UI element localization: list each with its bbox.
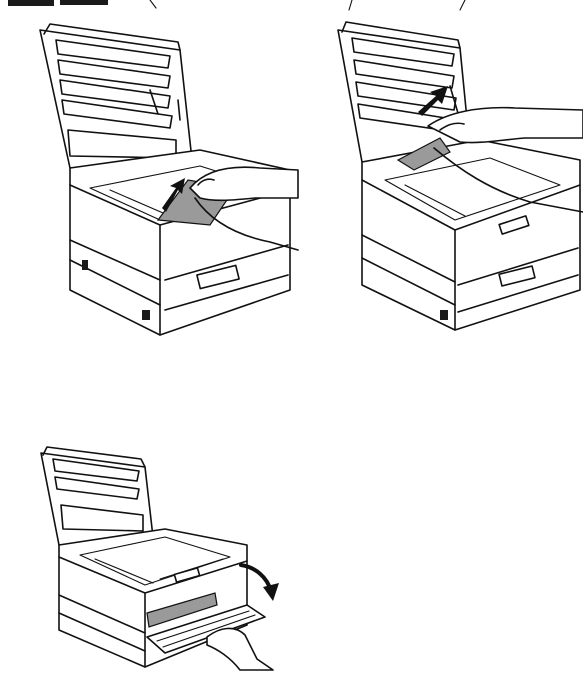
hand-icon	[207, 628, 273, 670]
illustration-step-2	[330, 20, 583, 340]
printer-icon	[330, 20, 583, 340]
illustration-step-3	[35, 445, 275, 670]
top-cropped-fragment	[0, 0, 583, 16]
illustration-step-1	[30, 20, 300, 340]
printer-icon	[35, 445, 275, 670]
open-cover-icon	[41, 447, 153, 545]
open-cover-icon	[338, 22, 470, 162]
open-cover-icon	[40, 24, 192, 168]
printer-icon	[30, 20, 300, 340]
